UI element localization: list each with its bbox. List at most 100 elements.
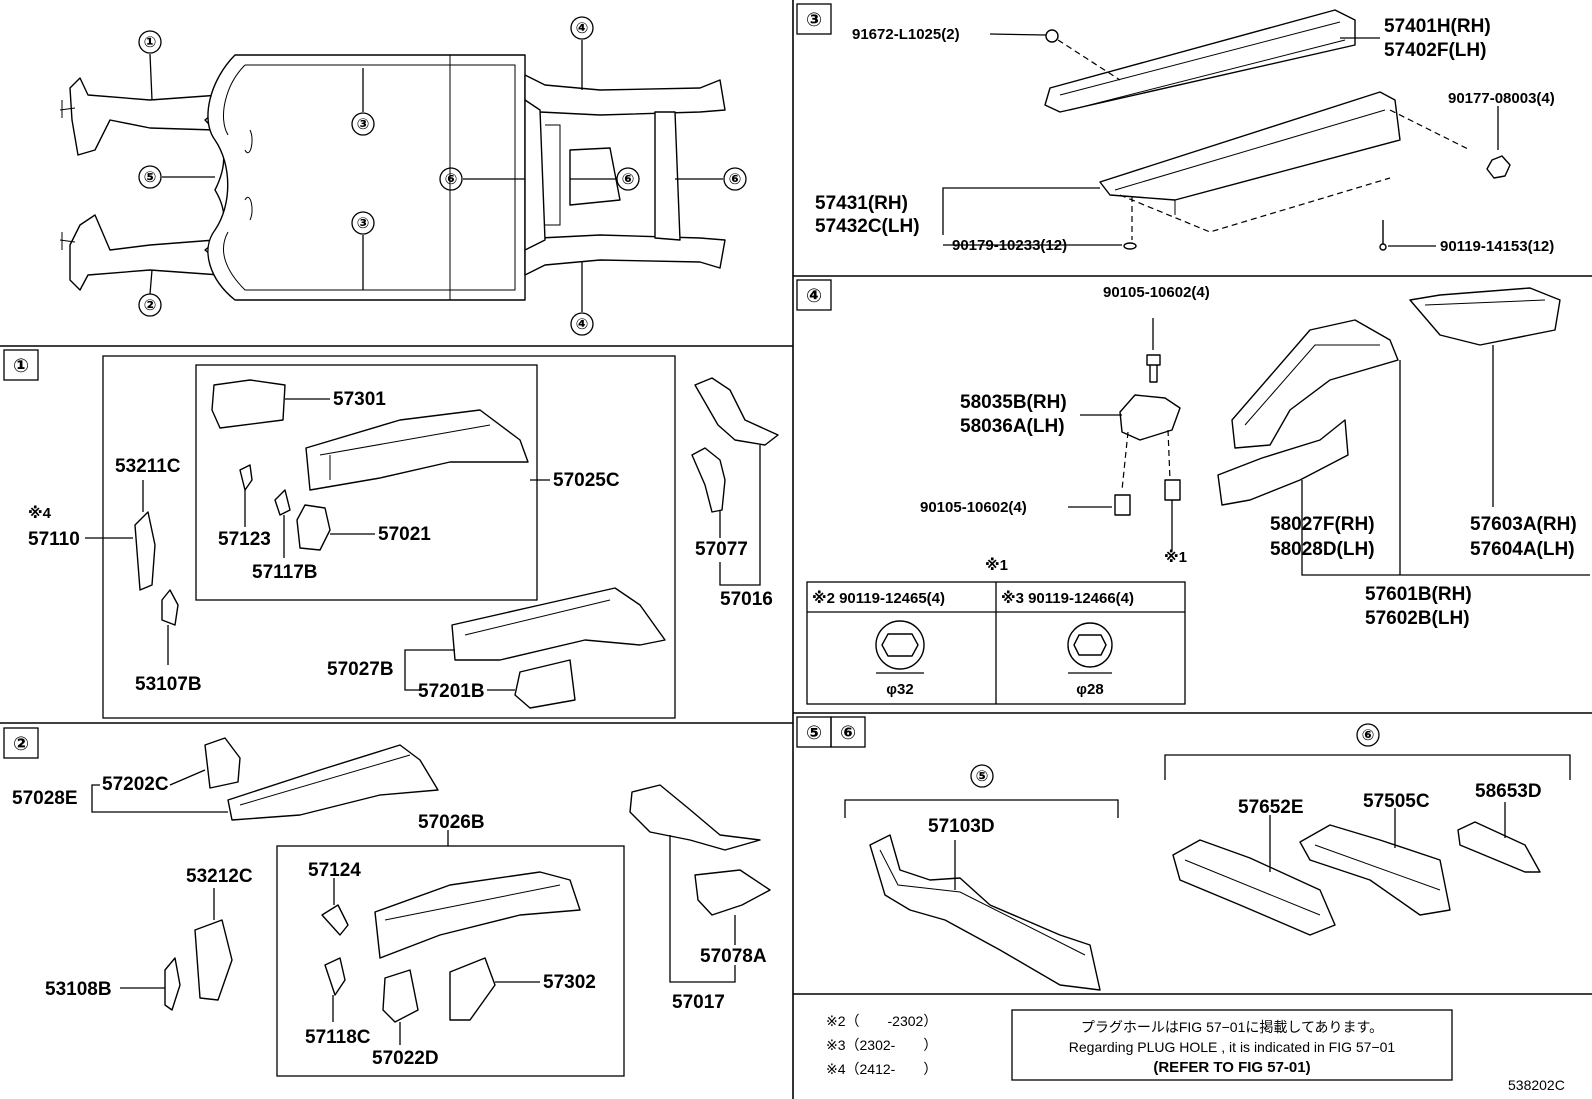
svg-text:57021: 57021	[378, 524, 431, 545]
svg-text:⑥: ⑥	[445, 171, 458, 188]
svg-text:⑥: ⑥	[1362, 727, 1375, 744]
svg-text:57301: 57301	[333, 389, 386, 410]
svg-text:②: ②	[13, 734, 29, 755]
svg-text:57110: 57110	[28, 529, 80, 550]
svg-text:57025C: 57025C	[553, 470, 620, 491]
figure-code: 538202C	[1508, 1077, 1565, 1093]
nut-90177	[1486, 155, 1511, 179]
svg-text:57016: 57016	[720, 589, 773, 610]
section-2: ② 57028E 57202C 57026B 53212C 57124 5310…	[3, 727, 771, 1077]
svg-text:57103D: 57103D	[928, 816, 995, 837]
svg-text:90179-10233(12): 90179-10233(12)	[952, 237, 1067, 254]
svg-text:③: ③	[357, 116, 370, 133]
svg-text:90177-08003(4): 90177-08003(4)	[1448, 90, 1555, 107]
section-tag-3: ③	[806, 10, 822, 31]
svg-text:57077: 57077	[695, 539, 748, 560]
svg-text:⑥: ⑥	[729, 171, 742, 188]
overview-callouts: ① ② ⑤ ③ ③ ④ ④ ⑥ ⑥ ⑥	[138, 16, 747, 336]
svg-text:②: ②	[144, 297, 157, 314]
svg-text:①: ①	[13, 356, 29, 377]
svg-text:58653D: 58653D	[1475, 781, 1542, 802]
nut-icon	[881, 633, 919, 657]
svg-text:※2 90119-12465(4): ※2 90119-12465(4)	[812, 589, 945, 607]
svg-text:57604A(LH): 57604A(LH)	[1470, 539, 1575, 560]
svg-text:57431(RH): 57431(RH)	[815, 193, 908, 214]
plug-90179	[1123, 242, 1137, 250]
part-57603a	[1409, 287, 1561, 346]
part-57601b	[1231, 319, 1399, 449]
svg-text:57652E: 57652E	[1238, 797, 1304, 818]
svg-text:φ28: φ28	[1076, 681, 1103, 698]
svg-text:57202C: 57202C	[102, 774, 169, 795]
svg-text:※4: ※4	[28, 504, 52, 522]
svg-text:プラグホールはFIG 57−01に掲載してあります。: プラグホールはFIG 57−01に掲載してあります。	[1081, 1019, 1383, 1035]
svg-text:⑤: ⑤	[144, 169, 157, 186]
svg-text:57601B(RH): 57601B(RH)	[1365, 584, 1472, 605]
svg-text:④: ④	[576, 316, 589, 333]
part-57431	[1099, 91, 1401, 201]
svg-text:(REFER TO FIG 57-01): (REFER TO FIG 57-01)	[1153, 1059, 1310, 1076]
svg-text:53211C: 53211C	[115, 456, 181, 477]
svg-text:57201B: 57201B	[418, 681, 485, 702]
svg-text:57505C: 57505C	[1363, 791, 1430, 812]
part-57401h	[1044, 9, 1356, 113]
svg-text:57118C: 57118C	[305, 1027, 371, 1048]
bolt-90105-top	[1146, 354, 1161, 383]
svg-text:57028E: 57028E	[12, 788, 78, 809]
svg-text:90119-14153(12): 90119-14153(12)	[1440, 238, 1554, 255]
svg-text:57402F(LH): 57402F(LH)	[1384, 40, 1486, 61]
svg-text:53108B: 53108B	[45, 979, 112, 1000]
svg-text:57432C(LH): 57432C(LH)	[815, 216, 920, 237]
svg-text:③: ③	[357, 215, 370, 232]
svg-text:58036A(LH): 58036A(LH)	[960, 416, 1065, 437]
bolt-90105-left	[1114, 494, 1131, 516]
svg-text:⑤: ⑤	[806, 723, 822, 744]
callout-1: ①	[144, 34, 157, 51]
svg-text:※2（ -2302）: ※2（ -2302）	[826, 1013, 937, 1029]
svg-text:53107B: 53107B	[135, 674, 202, 695]
part-58027f	[1217, 419, 1349, 506]
svg-text:※1: ※1	[985, 556, 1008, 574]
section-4: ④ 90105-10602(4) 58035B(RH) 58036A(LH) 9…	[796, 279, 1590, 705]
svg-text:53212C: 53212C	[186, 866, 253, 887]
svg-text:57078A: 57078A	[700, 946, 767, 967]
svg-text:57602B(LH): 57602B(LH)	[1365, 608, 1470, 629]
plug-hole-notice: プラグホールはFIG 57−01に掲載してあります。 Regarding PLU…	[1011, 1009, 1453, 1081]
svg-text:90105-10602(4): 90105-10602(4)	[1103, 284, 1210, 301]
svg-text:57123: 57123	[218, 529, 271, 550]
svg-text:58028D(LH): 58028D(LH)	[1270, 539, 1375, 560]
svg-text:90105-10602(4): 90105-10602(4)	[920, 499, 1027, 516]
svg-text:⑤: ⑤	[976, 768, 989, 785]
svg-text:⑥: ⑥	[622, 171, 635, 188]
footnotes: ※2（ -2302） ※3（2302- ） ※4（2412- ）	[826, 1013, 937, 1077]
svg-text:58035B(RH): 58035B(RH)	[960, 392, 1067, 413]
svg-text:91672-L1025(2): 91672-L1025(2)	[852, 26, 960, 43]
section-5-6: ⑤ ⑥ ⑤ ⑥ 57103D 57652E 57505C 58653D	[796, 716, 1571, 991]
part-58035	[1119, 394, 1181, 441]
svg-text:57401H(RH): 57401H(RH)	[1384, 16, 1491, 37]
bolt-91672	[1045, 29, 1059, 43]
svg-text:⑥: ⑥	[840, 723, 856, 744]
overview-frame-diagram	[59, 54, 726, 301]
svg-text:57026B: 57026B	[418, 812, 485, 833]
svg-text:57022D: 57022D	[372, 1048, 439, 1069]
svg-text:57124: 57124	[308, 860, 361, 881]
section-3: ③ 91672-L1025(2) 57401H(RH) 57402F(LH) 9…	[796, 3, 1555, 255]
svg-text:57117B: 57117B	[252, 562, 318, 583]
svg-text:④: ④	[806, 286, 822, 307]
svg-text:※4（2412- ）: ※4（2412- ）	[826, 1061, 937, 1077]
svg-text:④: ④	[576, 20, 589, 37]
svg-text:※3 90119-12466(4): ※3 90119-12466(4)	[1001, 589, 1134, 607]
bolt-90119-14153	[1379, 243, 1387, 251]
svg-text:57017: 57017	[672, 992, 725, 1013]
svg-text:58027F(RH): 58027F(RH)	[1270, 514, 1375, 535]
svg-text:57027B: 57027B	[327, 659, 394, 680]
section-1: ① 57301 57025C 53211C ※4 57110 57123 571…	[3, 349, 779, 719]
svg-text:Regarding PLUG HOLE , it is in: Regarding PLUG HOLE , it is indicated in…	[1069, 1039, 1396, 1055]
svg-text:※1: ※1	[1164, 548, 1187, 566]
svg-text:φ32: φ32	[886, 681, 913, 698]
svg-text:57302: 57302	[543, 972, 596, 993]
svg-text:※3（2302- ）: ※3（2302- ）	[826, 1037, 937, 1053]
